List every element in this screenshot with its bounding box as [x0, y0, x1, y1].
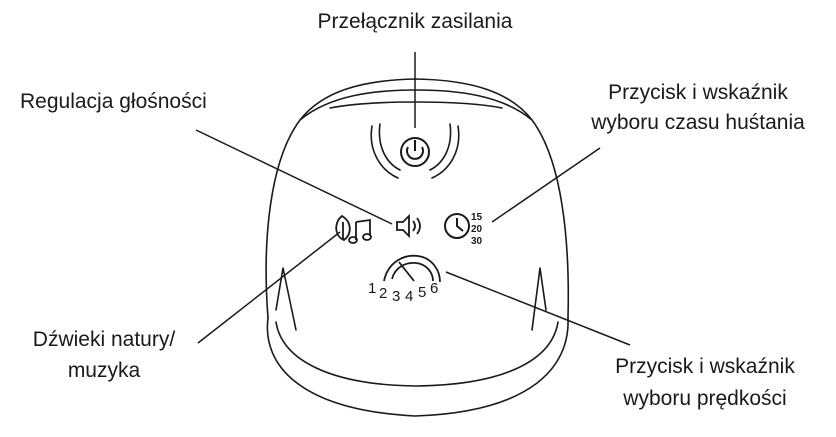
leader-nature [197, 231, 341, 344]
label-volume-control: Regulacja głośności [20, 90, 207, 113]
speed-level-2: 2 [379, 285, 387, 302]
speed-level-5: 5 [418, 284, 426, 301]
speed-level-3: 3 [392, 288, 400, 305]
power-bracket-left [370, 125, 399, 179]
timer-options[interactable]: 15 20 30 [471, 212, 483, 247]
label-nature-line1: Dźwieki natury/ [32, 328, 176, 351]
speed-level-1: 1 [368, 280, 376, 297]
right-groove [531, 267, 547, 331]
timer-option-20: 20 [471, 224, 483, 235]
label-timer-line1: Przycisk i wskaźnik [608, 81, 788, 104]
speed-dial-icon[interactable] [383, 254, 441, 283]
power-bracket-right-inner [429, 123, 452, 171]
power-icon[interactable] [400, 137, 430, 167]
speed-levels[interactable]: 1 2 3 4 5 6 [368, 280, 438, 305]
base-outline [266, 317, 569, 417]
timer-option-30: 30 [471, 236, 483, 247]
timer-clock-icon[interactable] [444, 213, 470, 239]
label-nature-line2: muzyka [67, 359, 141, 382]
housing-outline [265, 78, 570, 319]
speed-level-6: 6 [430, 280, 438, 297]
label-speed-line2: wyboru prędkości [623, 387, 787, 410]
base-inner-rim [275, 321, 559, 387]
power-bracket-left-inner [378, 123, 401, 171]
left-groove [275, 267, 297, 331]
leader-volume [195, 129, 393, 225]
leader-timer [491, 147, 601, 223]
leader-speed [445, 271, 631, 346]
timer-option-15: 15 [471, 212, 483, 223]
speaker-icon[interactable] [396, 213, 421, 239]
power-bracket-right [431, 125, 460, 179]
label-speed-line1: Przycisk i wskaźnik [615, 355, 795, 378]
top-cap [299, 89, 533, 121]
nature-music-icon[interactable] [335, 214, 372, 244]
top-cap-shadow [329, 101, 503, 109]
label-power-switch: Przełącznik zasilania [317, 10, 513, 33]
speed-level-4: 4 [405, 288, 413, 305]
label-timer-line2: wyboru czasu huśtania [591, 111, 805, 134]
